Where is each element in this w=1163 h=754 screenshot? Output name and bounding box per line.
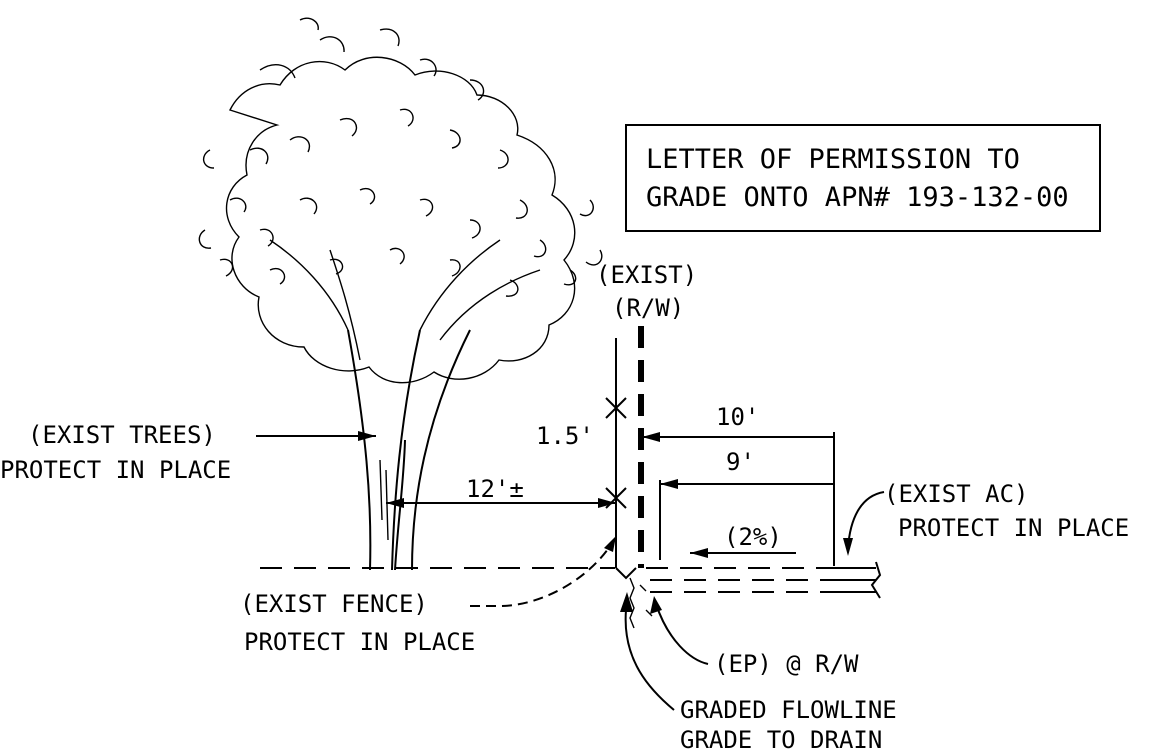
flowline-label-1: GRADED FLOWLINE (680, 696, 897, 724)
flowline-hatch (629, 577, 653, 629)
flowline-notch (615, 567, 637, 580)
fence-label-1: (EXIST FENCE) (240, 590, 428, 618)
note-line-2: GRADE ONTO APN# 193-132-00 (646, 182, 1069, 213)
rw-label-exist: (EXIST) (596, 261, 697, 289)
dim-12-label: 12'± (466, 475, 524, 503)
tree-canopy-icon (198, 17, 603, 384)
ep-leader (655, 603, 709, 665)
permission-note-box: LETTER OF PERMISSION TO GRADE ONTO APN# … (625, 124, 1101, 232)
ac-label-1: (EXIST AC) (884, 480, 1029, 508)
flowline-label-2: GRADE TO DRAIN (680, 726, 882, 754)
ac-label-2: PROTECT IN PLACE (898, 514, 1129, 542)
trees-leader-arrow (358, 431, 376, 441)
ac-leader-arrow (843, 538, 853, 556)
arrowhead-10 (642, 432, 660, 442)
arrowhead-12-right (598, 498, 616, 508)
trees-label-2: PROTECT IN PLACE (0, 456, 231, 484)
fence-leader (470, 539, 615, 607)
tick-mark-upper (605, 397, 627, 419)
dim-9-label: 9' (726, 448, 755, 476)
fence-leader-arrow (604, 536, 616, 552)
flowline-leader (624, 609, 675, 711)
arrowhead-12-left (386, 498, 404, 508)
ep-leader-arrow (650, 596, 662, 614)
trees-label-1: (EXIST TREES) (28, 421, 216, 449)
fence-label-2: PROTECT IN PLACE (244, 628, 475, 656)
rw-label-rw: (R/W) (612, 294, 684, 322)
ep-label: (EP) @ R/W (714, 650, 859, 678)
arrowhead-9 (660, 479, 678, 489)
ac-leader (847, 491, 885, 549)
note-line-1: LETTER OF PERMISSION TO (646, 144, 1020, 175)
tree-trunk-icon (269, 239, 541, 571)
exist-ac-pavement (646, 561, 882, 599)
slope-label: (2%) (724, 523, 782, 551)
slope-arrowhead (690, 548, 708, 558)
flowline-leader-arrow (620, 592, 633, 612)
dim-10-label: 10' (716, 403, 759, 431)
dim-1-5-label: 1.5' (536, 422, 594, 450)
